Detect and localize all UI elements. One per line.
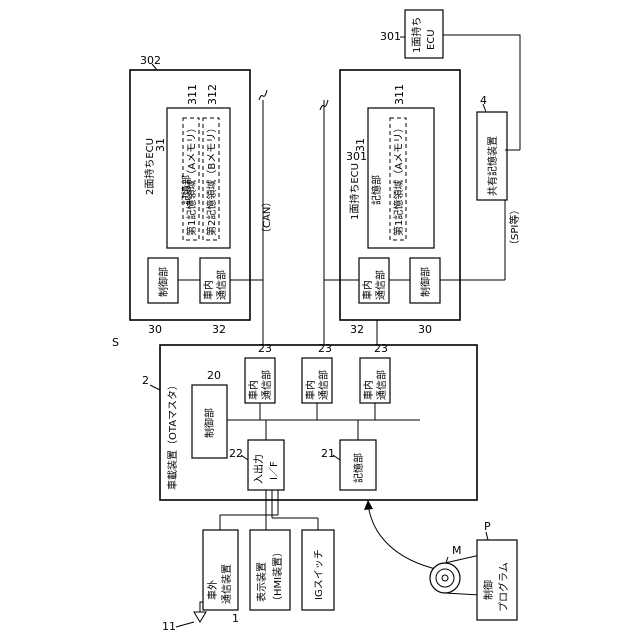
antenna-number: 11 [162, 620, 176, 633]
onboard-device-number: 2 [142, 374, 149, 387]
display-device-line1: 表示装置 [255, 562, 268, 602]
comm-unit-3-number: 23 [374, 342, 388, 355]
ecu-302-control-number: 30 [148, 323, 162, 336]
ecu-301: 301 1面持ちECU 31 記憶部 第1記憶領域（Aメモリ） 311 車内 通… [324, 70, 505, 336]
ecu-302-area-b-label: 第2記憶領域（Bメモリ） [205, 123, 218, 236]
ecu-301-storage-number: 31 [354, 138, 367, 152]
comm-unit-2-line1: 車内 [304, 380, 317, 400]
onboard-device: 2 車載装置（OTAマスタ） 制御部 20 車内 通信部 23 車内 通信部 2… [142, 342, 477, 500]
storage-unit-number: 21 [321, 447, 335, 460]
figure-label: S [112, 336, 119, 349]
display-device-line2: （HMI装置） [271, 547, 284, 606]
ecu-302: 302 2面持ちECU 31 記憶部 第1記憶領域（Aメモリ） 第2記憶領域（B… [130, 54, 263, 336]
comm-unit-2-line2: 通信部 [317, 370, 330, 400]
ecu-302-number: 302 [140, 54, 161, 67]
program-box [477, 540, 517, 620]
control-unit-label: 制御部 [203, 408, 216, 438]
ecu-301-comm-number: 32 [350, 323, 364, 336]
io-interface-line1: 入出力 [252, 454, 265, 484]
ecu-301-control-label: 制御部 [419, 267, 432, 297]
external-comm-number: 1 [232, 612, 239, 625]
ecu-301-title: 1面持ちECU [348, 163, 361, 220]
media-number: M [452, 544, 462, 557]
storage-unit-label: 記憶部 [352, 453, 365, 483]
ecu-301-area-a-label: 第1記憶領域（Aメモリ） [392, 123, 405, 236]
ecu-302-comm-line2: 通信部 [215, 270, 228, 300]
bus-spi-label: （SPI等） [508, 205, 521, 250]
ecu-302-area-a-label: 第1記憶領域（Aメモリ） [185, 123, 198, 236]
comm-unit-2-number: 23 [318, 342, 332, 355]
ecu-301-top-line1: 1面持ち [410, 17, 423, 53]
comm-unit-3-line1: 車内 [362, 380, 375, 400]
ecu-301-control-number: 30 [418, 323, 432, 336]
program-number: P [484, 520, 491, 533]
ecu-302-comm-number: 32 [212, 323, 226, 336]
ecu-302-control-label: 制御部 [157, 267, 170, 297]
comm-unit-1-line2: 通信部 [260, 370, 273, 400]
program-arrow [368, 504, 440, 570]
ecu-301-top-number: 301 [380, 30, 401, 43]
ecu-301-top-box [405, 10, 443, 58]
ecu-301-area-a-number: 311 [393, 84, 406, 105]
io-interface-number: 22 [229, 447, 243, 460]
external-comm-line1: 車外 [206, 580, 219, 600]
program-line2: プログラム [497, 562, 510, 612]
ecu-301-comm-line2: 通信部 [374, 270, 387, 300]
onboard-device-title: 車載装置（OTAマスタ） [166, 380, 179, 490]
io-interface-line2: I／F [268, 461, 280, 480]
external-comm-line2: 通信装置 [220, 564, 233, 604]
comm-unit-1-number: 23 [258, 342, 272, 355]
display-device-box [250, 530, 290, 610]
ecu-302-storage-number: 31 [154, 138, 167, 152]
program-line1: 制御 [482, 580, 495, 600]
ecu-301-top-line2: ECU [426, 29, 437, 50]
ecu-302-comm-line1: 車内 [202, 280, 215, 300]
disc-icon [430, 563, 460, 593]
ig-switch-label: IGスイッチ [313, 549, 325, 600]
ecu-302-storage-box [167, 108, 230, 248]
ecu-301-storage-label: 記憶部 [370, 175, 383, 205]
ecu-302-area-a-number: 311 [186, 84, 199, 105]
control-unit-number: 20 [207, 369, 221, 382]
shared-storage-label: 共有記憶装置 [486, 136, 499, 196]
comm-unit-3-line2: 通信部 [375, 370, 388, 400]
ecu-302-area-b-number: 312 [206, 84, 219, 105]
ecu-301-comm-line1: 車内 [361, 280, 374, 300]
comm-unit-1-line1: 車内 [247, 380, 260, 400]
